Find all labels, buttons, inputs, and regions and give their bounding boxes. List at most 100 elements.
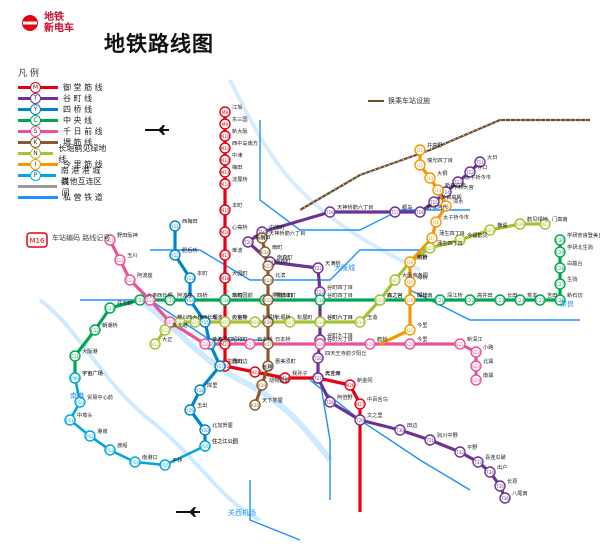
station-marker[interactable]: N21 — [389, 274, 401, 286]
station-dot[interactable] — [284, 316, 296, 328]
station-marker[interactable]: Y20 — [199, 424, 211, 436]
station-dot[interactable] — [184, 272, 196, 284]
station-dot[interactable] — [219, 154, 231, 166]
station-marker[interactable]: T28 — [324, 396, 336, 408]
station-marker[interactable]: C29 — [554, 246, 566, 258]
station-dot[interactable] — [184, 404, 196, 416]
station-dot[interactable] — [219, 106, 231, 118]
station-marker[interactable]: C28 — [554, 262, 566, 274]
station-dot[interactable] — [194, 384, 206, 396]
station-marker[interactable]: Y14 — [184, 294, 196, 306]
station-marker[interactable]: I19 — [404, 276, 416, 288]
station-dot[interactable] — [114, 254, 126, 266]
station-dot[interactable] — [159, 459, 171, 471]
station-dot[interactable] — [219, 338, 231, 350]
station-dot[interactable] — [256, 232, 268, 244]
station-dot[interactable] — [262, 316, 274, 328]
station-dot[interactable] — [344, 379, 356, 391]
station-dot[interactable] — [169, 220, 181, 232]
station-dot[interactable] — [314, 316, 326, 328]
station-marker[interactable]: K13 — [262, 260, 274, 272]
station-marker[interactable]: S17 — [244, 338, 256, 350]
station-marker[interactable]: M11 — [219, 142, 231, 154]
station-marker[interactable]: I20 — [404, 294, 416, 306]
station-dot[interactable] — [454, 446, 466, 458]
station-marker[interactable]: C15 — [164, 294, 176, 306]
station-dot[interactable] — [164, 294, 176, 306]
station-marker[interactable]: S24 — [470, 374, 482, 386]
station-dot[interactable] — [394, 424, 406, 436]
station-dot[interactable] — [104, 234, 116, 246]
station-dot[interactable] — [312, 262, 324, 274]
station-dot[interactable] — [354, 398, 366, 410]
station-marker[interactable]: M21 — [219, 338, 231, 350]
station-dot[interactable] — [404, 276, 416, 288]
station-marker[interactable]: S13 — [124, 274, 136, 286]
station-marker[interactable]: T32 — [454, 446, 466, 458]
station-dot[interactable] — [249, 399, 261, 411]
station-marker[interactable]: K14 — [262, 274, 274, 286]
station-marker[interactable]: N18 — [314, 316, 326, 328]
station-marker[interactable]: T12 — [464, 166, 476, 178]
station-dot[interactable] — [494, 294, 506, 306]
station-dot[interactable] — [440, 200, 452, 212]
station-marker[interactable]: S19 — [364, 338, 376, 350]
station-dot[interactable] — [474, 156, 486, 168]
station-marker[interactable]: T20 — [242, 236, 254, 248]
station-marker[interactable]: I18 — [404, 256, 416, 268]
station-marker[interactable]: K20 — [249, 399, 261, 411]
station-marker[interactable]: S21 — [454, 338, 466, 350]
station-dot[interactable] — [424, 172, 436, 184]
station-marker[interactable]: M8 — [219, 106, 231, 118]
station-dot[interactable] — [104, 444, 116, 456]
station-marker[interactable]: N26 — [514, 218, 526, 230]
station-dot[interactable] — [262, 274, 274, 286]
station-dot[interactable] — [426, 232, 438, 244]
station-dot[interactable] — [169, 249, 181, 261]
station-dot[interactable] — [124, 274, 136, 286]
station-dot[interactable] — [554, 234, 566, 246]
station-marker[interactable]: I12 — [414, 159, 426, 171]
station-dot[interactable] — [69, 372, 81, 384]
station-dot[interactable] — [74, 396, 86, 408]
station-marker[interactable]: T35 — [494, 480, 506, 492]
station-dot[interactable] — [389, 274, 401, 286]
station-dot[interactable] — [499, 492, 511, 504]
station-marker[interactable]: N13 — [174, 316, 186, 328]
station-dot[interactable] — [414, 206, 426, 218]
station-marker[interactable]: C27 — [554, 278, 566, 290]
station-marker[interactable]: P14 — [129, 456, 141, 468]
station-marker[interactable]: N19 — [354, 316, 366, 328]
station-dot[interactable] — [464, 166, 476, 178]
station-marker[interactable]: Y12 — [169, 249, 181, 261]
station-marker[interactable]: Y19 — [184, 404, 196, 416]
station-dot[interactable] — [354, 316, 366, 328]
station-dot[interactable] — [199, 338, 211, 350]
station-dot[interactable] — [470, 360, 482, 372]
station-marker[interactable]: N20 — [374, 294, 386, 306]
station-marker[interactable]: T30 — [394, 424, 406, 436]
station-dot[interactable] — [242, 236, 254, 248]
station-marker[interactable]: I11 — [414, 144, 426, 156]
station-marker[interactable]: S16 — [199, 338, 211, 350]
station-dot[interactable] — [69, 350, 81, 362]
station-marker[interactable]: T16 — [414, 206, 426, 218]
station-dot[interactable] — [514, 218, 526, 230]
station-dot[interactable] — [464, 294, 476, 306]
station-dot[interactable] — [174, 316, 186, 328]
station-dot[interactable] — [249, 316, 261, 328]
station-marker[interactable]: C13 — [104, 302, 116, 314]
station-dot[interactable] — [452, 176, 464, 188]
station-marker[interactable]: M12 — [219, 154, 231, 166]
station-marker[interactable]: I16 — [430, 216, 442, 228]
station-dot[interactable] — [159, 324, 171, 336]
station-marker[interactable]: M23 — [249, 366, 261, 378]
station-marker[interactable]: N11 — [149, 338, 161, 350]
station-marker[interactable]: N17 — [284, 316, 296, 328]
station-marker[interactable]: M15 — [219, 204, 231, 216]
station-marker[interactable]: K16 — [262, 316, 274, 328]
station-marker[interactable]: M26 — [344, 379, 356, 391]
station-dot[interactable] — [428, 196, 440, 208]
station-dot[interactable] — [414, 144, 426, 156]
station-dot[interactable] — [199, 424, 211, 436]
